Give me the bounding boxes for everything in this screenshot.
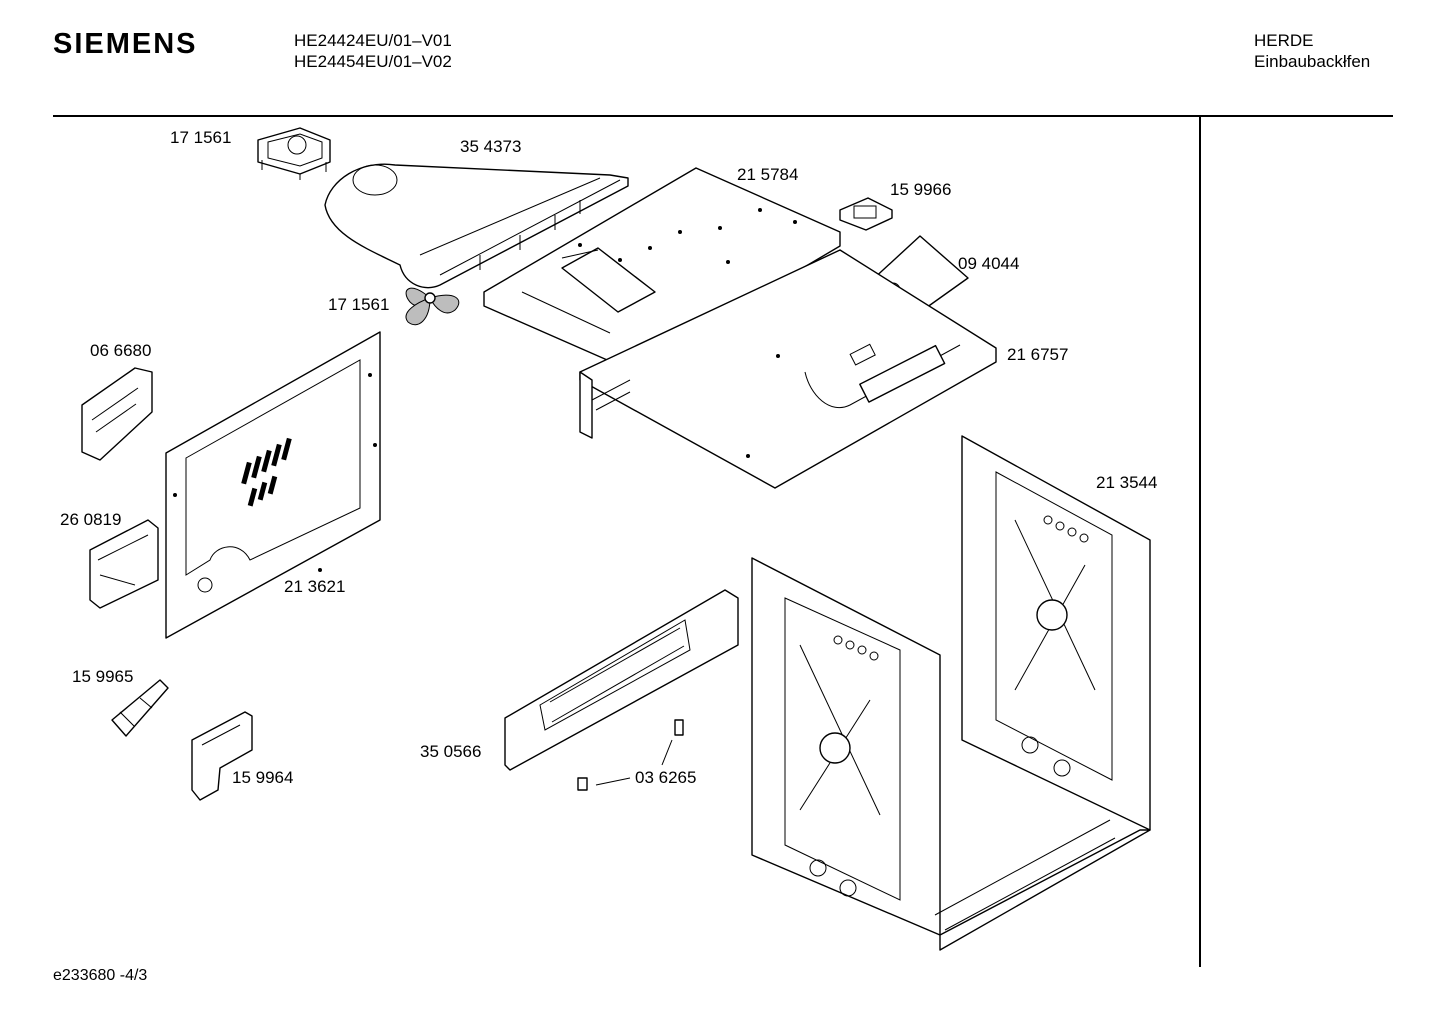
category-title: HERDE	[1254, 31, 1314, 50]
part-label-159965: 15 9965	[72, 667, 133, 686]
category-block: HERDE Einbaubackłfen	[1254, 30, 1370, 72]
fan-motor-part	[257, 127, 331, 180]
header-divider	[53, 115, 1393, 117]
part-label-260819: 26 0819	[60, 510, 121, 529]
part-label-216757: 21 6757	[1007, 345, 1068, 364]
part-label-213621: 21 3621	[284, 577, 345, 596]
part-label-215784: 21 5784	[737, 165, 798, 184]
part-label-066680: 06 6680	[90, 341, 151, 360]
category-subtitle: Einbaubackłfen	[1254, 52, 1371, 71]
part-label-094044: 09 4044	[958, 254, 1019, 273]
brand-logo: SIEMENS	[53, 28, 198, 60]
screw-part	[577, 719, 684, 791]
bracket-part-1	[81, 367, 153, 461]
part-label-354373: 35 4373	[460, 137, 521, 156]
bracket-part-2	[89, 519, 159, 609]
switch-part	[111, 679, 169, 737]
part-label-159964: 15 9964	[232, 768, 293, 787]
part-label-171561-b: 17 1561	[328, 295, 389, 314]
part-label-171561-a: 17 1561	[170, 128, 231, 147]
oven-cavity-part	[751, 435, 1151, 951]
model-number-2: HE24454EU/01–V02	[294, 52, 452, 71]
side-duct-part	[504, 589, 739, 771]
diagram-id: e233680 -4/3	[53, 967, 148, 984]
rear-panel-part	[165, 331, 381, 639]
top-plate-part	[483, 167, 841, 371]
model-numbers: HE24424EU/01–V01 HE24454EU/01–V02	[294, 30, 452, 72]
part-label-350566: 35 0566	[420, 742, 481, 761]
mounting-plate-part	[191, 711, 253, 801]
model-number-1: HE24424EU/01–V01	[294, 31, 452, 50]
part-label-159966: 15 9966	[890, 180, 951, 199]
fan-duct-part	[324, 163, 629, 289]
sensor-part	[839, 197, 893, 231]
part-label-213544: 21 3544	[1096, 473, 1157, 492]
part-label-036265: 03 6265	[635, 768, 696, 787]
side-divider	[1199, 117, 1201, 967]
fan-blade-part	[405, 287, 460, 326]
oven-top-part	[579, 249, 997, 489]
